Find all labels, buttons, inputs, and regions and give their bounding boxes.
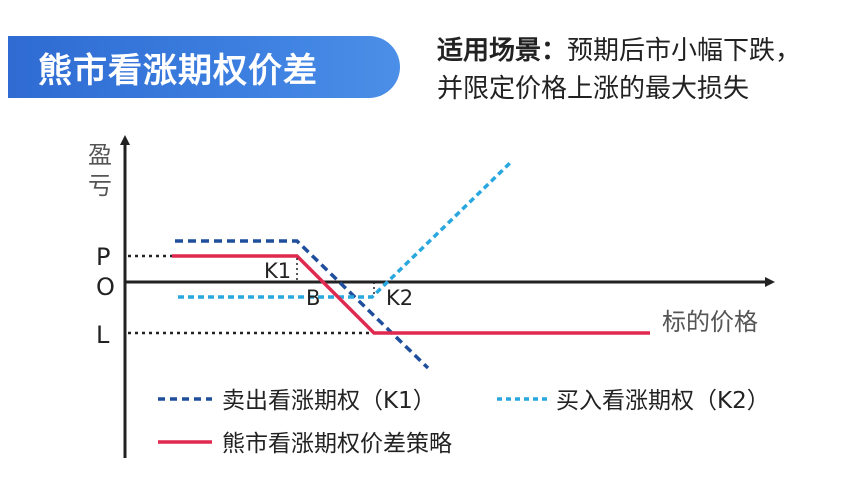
legend-buy-call-label: 买入看涨期权（K2）: [556, 388, 770, 414]
legend-spread-label: 熊市看涨期权价差策略: [222, 431, 452, 457]
level-o-label: O: [96, 273, 115, 301]
buy-call-line: [178, 161, 512, 299]
legend-sell-call-label: 卖出看涨期权（K1）: [222, 388, 436, 414]
x-axis-label: 标的价格: [662, 308, 758, 336]
spread-line: [172, 254, 650, 335]
scenario-text: 适用场景：预期后市小幅下跌， 并限定价格上涨的最大损失: [437, 32, 801, 108]
k2-label: K2: [386, 286, 413, 310]
scenario-line1: 预期后市小幅下跌，: [567, 36, 802, 66]
y-axis-label-top: 盈: [88, 141, 112, 169]
title-badge: 熊市看涨期权价差: [8, 36, 400, 98]
level-l-label: L: [96, 321, 110, 349]
y-axis-label-bottom: 亏: [88, 172, 112, 200]
page-title: 熊市看涨期权价差: [38, 50, 318, 91]
scenario-line2: 并限定价格上涨的最大损失: [437, 74, 750, 104]
b-label: B: [306, 286, 320, 310]
sell-call-line: [175, 239, 430, 370]
level-p-label: P: [96, 243, 110, 271]
k1-label: K1: [264, 259, 291, 283]
scenario-label: 适用场景：: [437, 36, 568, 66]
